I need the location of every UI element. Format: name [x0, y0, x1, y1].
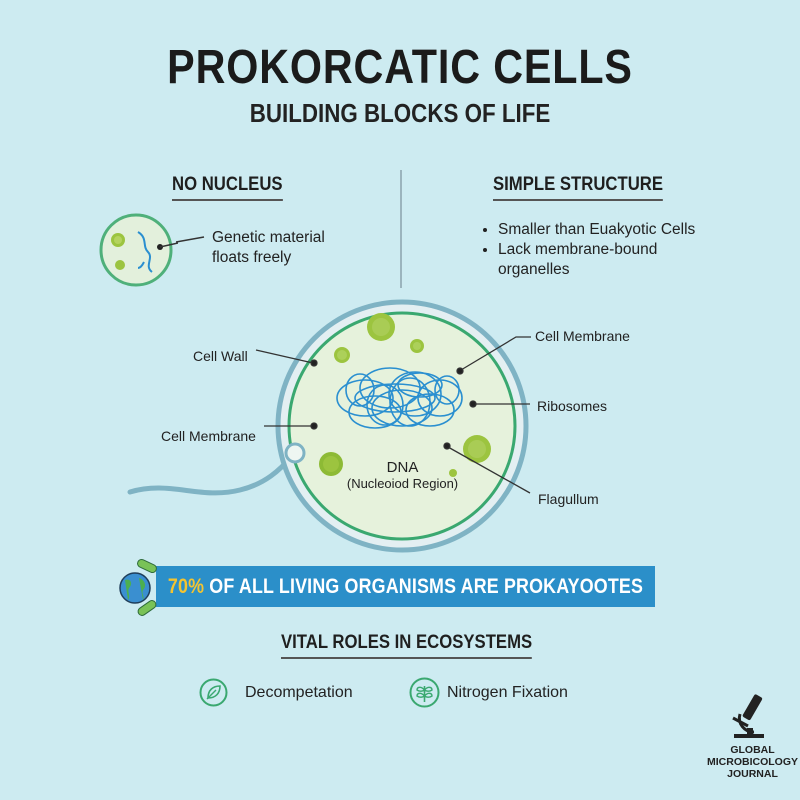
ribosomes: [319, 313, 491, 477]
no-nucleus-heading: NO NUCLEUS: [172, 174, 283, 201]
page-subtitle: BUILDING BLOCKS OF LIFE: [249, 98, 551, 128]
bullet-2-line1: Lack membrane-bound: [498, 241, 658, 258]
label-cell-membrane-right: Cell Membrane: [535, 328, 630, 344]
flagellum-base: [284, 442, 306, 464]
label-flagellum: Flagullum: [538, 491, 599, 507]
journal-line1: GLOBAL: [730, 744, 775, 756]
mini-cell-leader-line: [176, 236, 205, 243]
simple-structure-heading: SIMPLE STRUCTURE: [493, 174, 664, 201]
no-nucleus-description: Genetic material floats freely: [212, 228, 325, 268]
leaf-icon: [199, 678, 228, 707]
mini-cell-icon: [99, 213, 178, 287]
stat-banner: 70% OF ALL LIVING ORGANISMS ARE PROKAYOO…: [156, 566, 655, 607]
label-dna: DNA: [386, 459, 419, 476]
no-nucleus-line2: floats freely: [212, 249, 292, 266]
bullet-2-line2: organelles: [498, 261, 570, 278]
prokaryotic-cell-diagram: [127, 299, 531, 553]
banner-text: 70% OF ALL LIVING ORGANISMS ARE PROKAYOO…: [168, 575, 643, 599]
banner-percent: 70%: [167, 574, 205, 598]
bullet-item: Lack membrane-bound organelles: [498, 240, 695, 280]
journal-logo-text: GLOBAL MICROBICOLOGY JOURNAL: [705, 744, 800, 780]
bullet-item: Smaller than Euakyotic Cells: [498, 220, 695, 240]
role-nitrogen-fixation: Nitrogen Fixation: [447, 684, 568, 701]
banner-message: OF ALL LIVING ORGANISMS ARE PROKAYOOTES: [204, 574, 644, 598]
dna-label-group: DNA (Nucleoiod Region): [340, 459, 465, 491]
earth-bacteria-icon: [119, 558, 157, 616]
label-cell-membrane-left: Cell Membrane: [161, 428, 256, 444]
section-divider: [400, 170, 402, 288]
simple-structure-bullets: Smaller than Euakyotic Cells Lack membra…: [478, 220, 695, 280]
role-decomposition: Decompetation: [245, 684, 353, 701]
flagellum: [127, 453, 295, 496]
microscope-icon: [732, 694, 764, 738]
dna-nucleoid: [336, 367, 463, 429]
journal-line2: MICROBICOLOGY: [707, 756, 798, 768]
label-cell-wall: Cell Wall: [193, 348, 248, 364]
journal-line3: JOURNAL: [727, 768, 778, 780]
label-dna-sub: (Nucleoiod Region): [346, 476, 459, 491]
roles-heading: VITAL ROLES IN ECOSYSTEMS: [281, 632, 533, 659]
page-title: PROKORCATIC CELLS: [167, 41, 633, 94]
no-nucleus-line1: Genetic material: [212, 229, 325, 246]
label-ribosomes: Ribosomes: [537, 398, 608, 414]
sprout-icon: [409, 677, 440, 708]
